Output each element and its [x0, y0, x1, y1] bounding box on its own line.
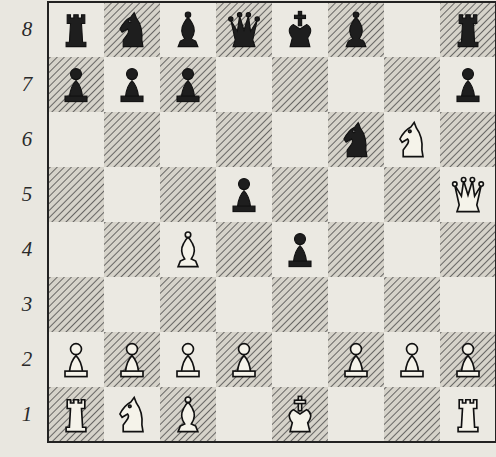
white-bishop — [178, 232, 198, 267]
rank-number: 3 — [12, 277, 42, 332]
rank-labels: 87654321 — [12, 2, 42, 442]
rank-number: 5 — [12, 167, 42, 222]
black-knight — [344, 123, 367, 157]
rank-number: 8 — [12, 2, 42, 57]
rank-number: 7 — [12, 57, 42, 112]
white-pawn — [121, 344, 143, 377]
black-knight — [120, 13, 143, 47]
white-pawn — [233, 344, 255, 377]
white-queen — [453, 178, 484, 212]
black-queen — [229, 13, 260, 47]
rank-number: 2 — [12, 332, 42, 387]
black-pawn — [289, 234, 311, 267]
black-rook — [458, 15, 478, 47]
black-pawn — [65, 69, 87, 102]
black-bishop — [346, 12, 366, 47]
black-pawn — [457, 69, 479, 102]
white-king — [289, 396, 310, 431]
white-rook — [458, 400, 478, 432]
black-rook — [66, 15, 86, 47]
white-pawn — [65, 344, 87, 377]
black-pieces — [65, 11, 479, 266]
black-king — [289, 11, 310, 46]
black-bishop — [178, 12, 198, 47]
black-pawn — [121, 69, 143, 102]
white-knight — [120, 398, 143, 432]
white-pawn — [177, 344, 199, 377]
rank-number: 1 — [12, 387, 42, 442]
white-pawn — [345, 344, 367, 377]
white-pieces — [65, 123, 483, 432]
board-squares — [48, 2, 496, 442]
white-knight — [400, 123, 423, 157]
white-rook — [66, 400, 86, 432]
white-pawn — [401, 344, 423, 377]
rank-number: 6 — [12, 112, 42, 167]
white-pawn — [457, 344, 479, 377]
black-pawn — [177, 69, 199, 102]
rank-number: 4 — [12, 222, 42, 277]
black-pawn — [233, 179, 255, 212]
white-bishop — [178, 397, 198, 432]
